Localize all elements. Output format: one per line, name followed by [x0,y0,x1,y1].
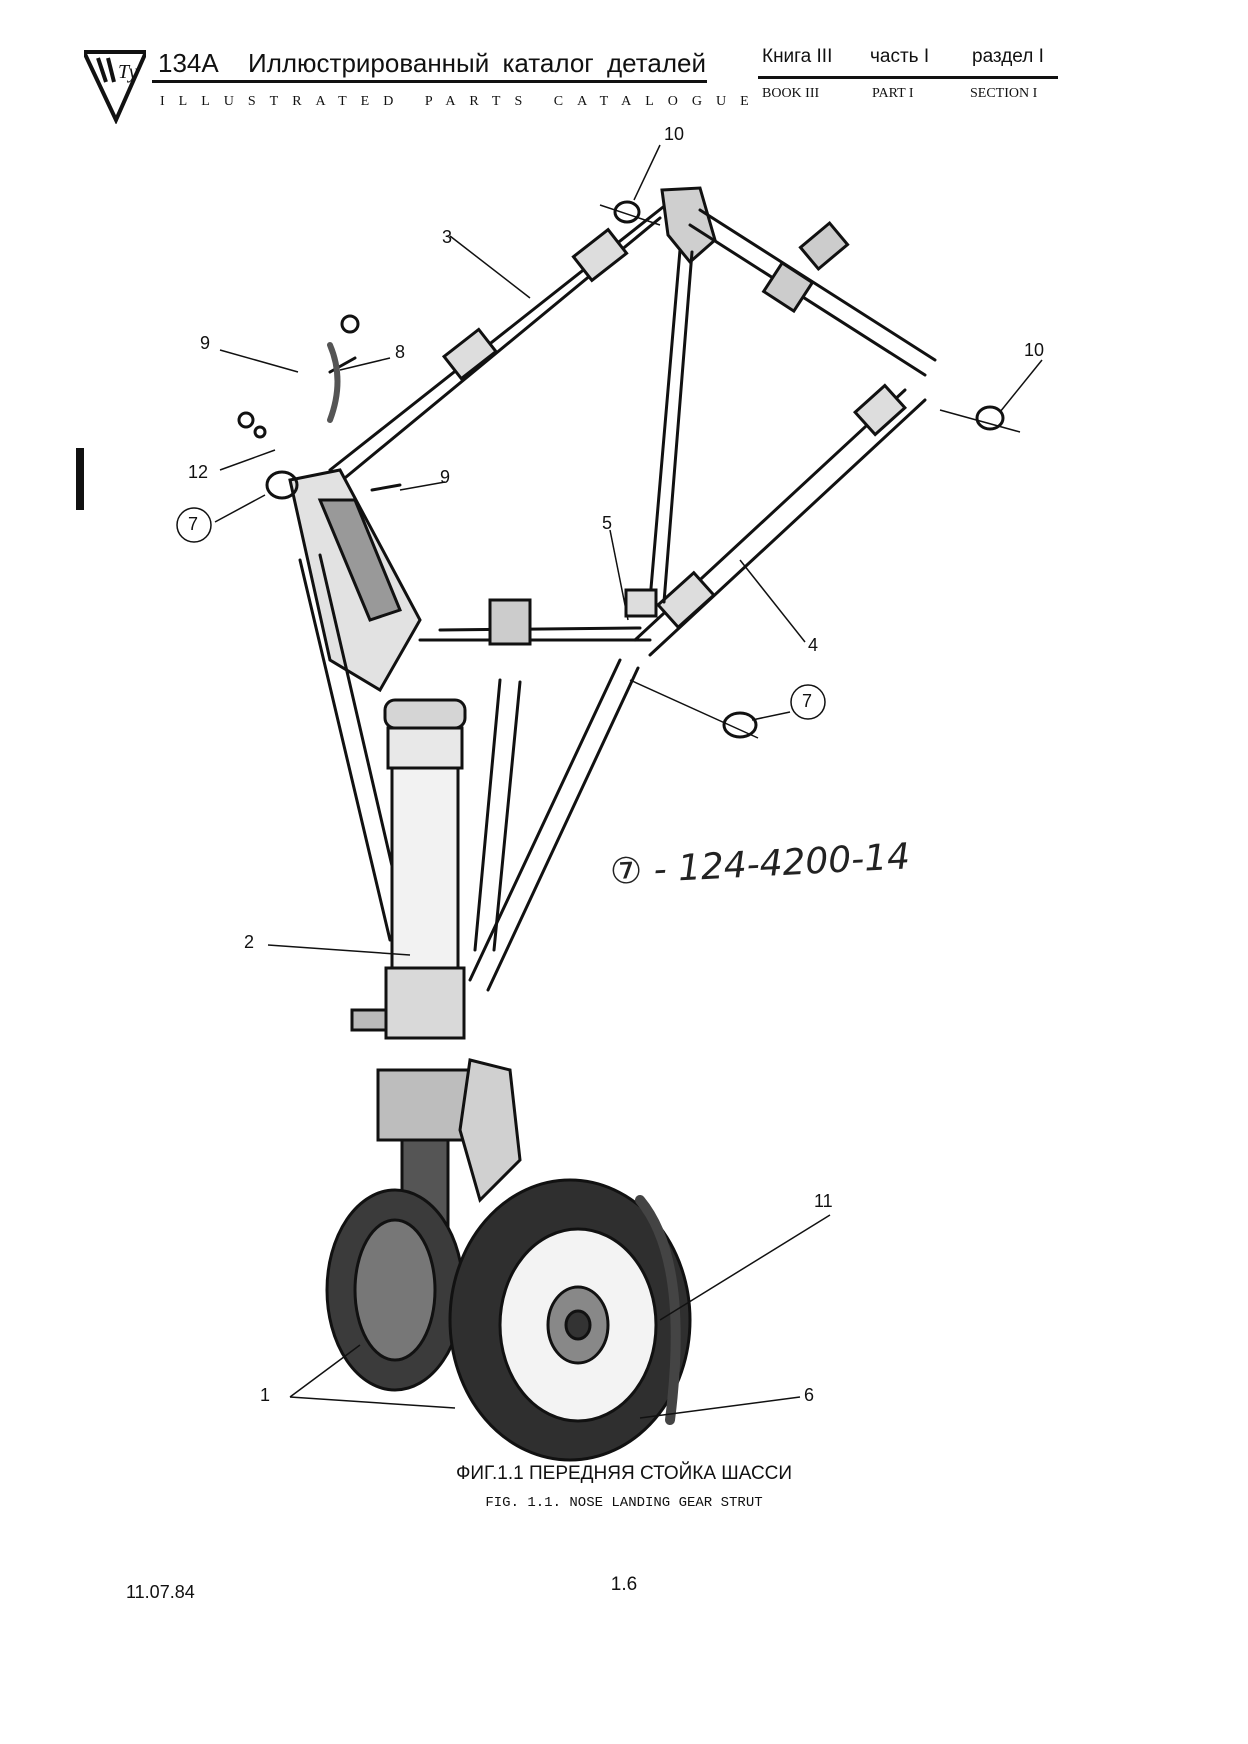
callout-10-right: 10 [1024,340,1045,360]
page-number: 1.6 [610,1574,638,1595]
callout-7-right: 7 [802,691,813,711]
section-label-en: SECTION I [970,86,1038,101]
book-label-en: BOOK III [762,86,820,101]
catalog-title-en: ILLUSTRATED PARTS CATALOGUE [160,94,763,109]
callout-3: 3 [442,227,453,247]
callout-9-lower: 9 [440,467,451,487]
callout-8: 8 [395,342,406,362]
header-rule-right [758,76,1058,79]
callout-11: 11 [814,1191,833,1211]
part-label-en: PART I [872,86,914,101]
aircraft-model: 134A [158,48,219,78]
header-rule-left [152,80,707,83]
callout-1: 1 [260,1385,271,1405]
callout-12: 12 [188,462,209,482]
book-label-ru: Книга III [762,46,833,67]
margin-mark [76,448,84,510]
callout-2: 2 [244,932,255,952]
figure-caption-en: FIG. 1.1. NOSE LANDING GEAR STRUT [485,1495,763,1511]
callout-5: 5 [602,513,613,533]
section-label-ru: раздел I [972,46,1044,67]
tupolev-logo: Ту [84,50,146,124]
callout-7-left: 7 [188,514,199,534]
figure-caption-ru: ФИГ.1.1 ПЕРЕДНЯЯ СТОЙКА ШАССИ [455,1463,793,1484]
svg-text:Ту: Ту [118,61,138,83]
part-label-ru: часть I [870,46,930,67]
callout-6: 6 [804,1385,815,1405]
footer-date: 11.07.84 [126,1582,195,1602]
catalog-title-ru: Иллюстрированный каталог деталей [248,48,707,78]
callout-4: 4 [808,635,819,655]
callout-9-upper: 9 [200,333,211,353]
callout-10-top: 10 [664,124,685,144]
